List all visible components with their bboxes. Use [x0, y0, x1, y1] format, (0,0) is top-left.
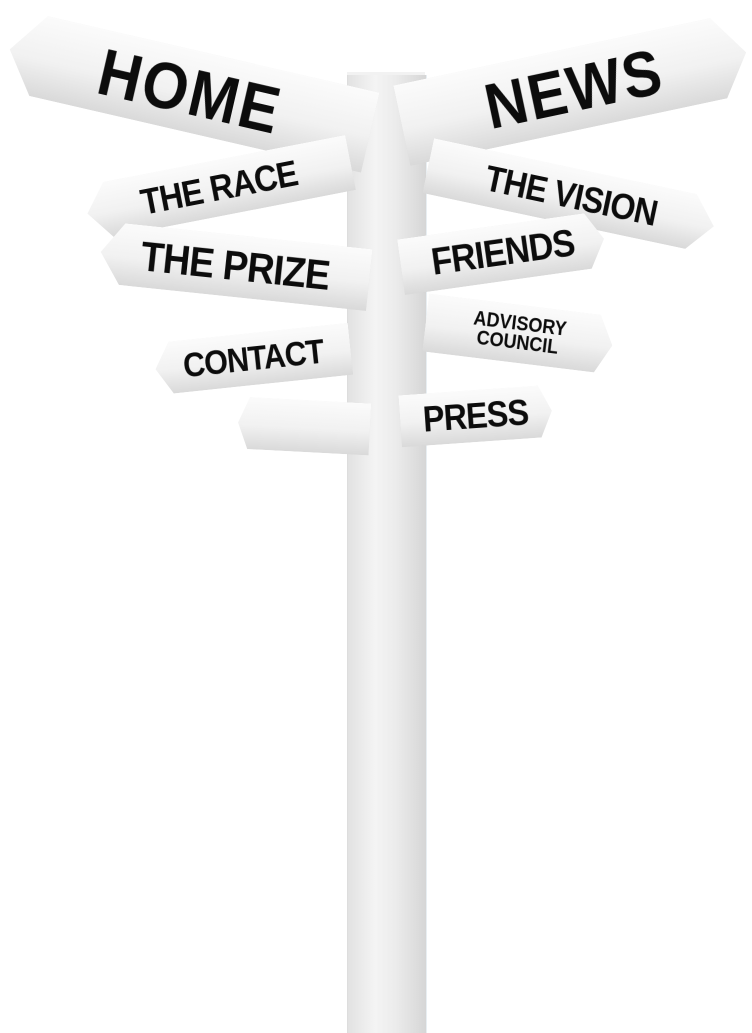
nav-sign-friends-label: FRIENDS [428, 221, 577, 284]
nav-sign-friends[interactable]: FRIENDS [397, 211, 608, 295]
nav-sign-advisory-council[interactable]: ADVISORY COUNCIL [422, 294, 616, 374]
nav-sign-the-race-label: THE RACE [137, 152, 301, 223]
nav-sign-the-prize-label: THE PRIZE [138, 232, 332, 299]
nav-sign-press[interactable]: PRESS [398, 385, 553, 447]
nav-sign-contact[interactable]: CONTACT [153, 323, 353, 395]
nav-sign-the-race[interactable]: THE RACE [82, 135, 356, 241]
nav-sign-home-label: HOME [91, 34, 289, 148]
nav-sign-the-prize[interactable]: THE PRIZE [97, 221, 372, 311]
nav-sign-press-label: PRESS [421, 391, 530, 440]
blank-sign [237, 397, 372, 456]
signpost-pole [347, 75, 427, 1033]
nav-sign-contact-label: CONTACT [180, 332, 326, 385]
nav-sign-news-label: NEWS [478, 35, 670, 143]
